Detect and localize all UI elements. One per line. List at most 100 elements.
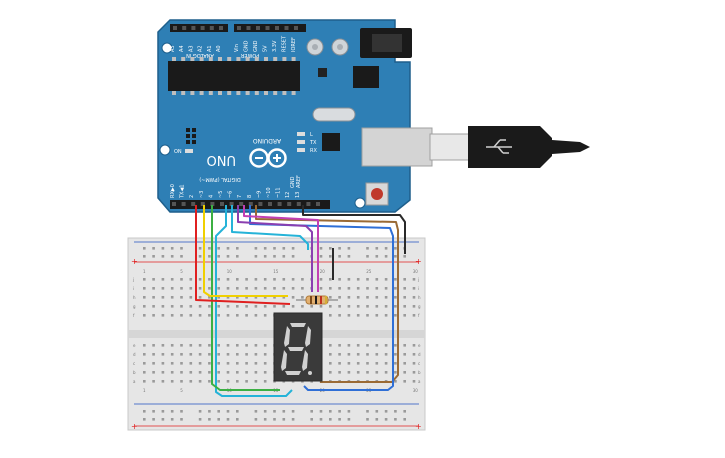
column-number: 5 (180, 388, 183, 393)
mounting-hole-icon (159, 144, 171, 156)
pin-label: 12 (285, 192, 291, 198)
mounting-hole-icon (354, 197, 366, 209)
arduino-brand-label: ARDUINO (253, 137, 282, 144)
row-letter: d (418, 352, 421, 357)
pin-label: TX◀1 (180, 184, 186, 199)
pin-label: ~3 (199, 191, 205, 198)
row-letter: a (133, 379, 136, 384)
row-letter: a (418, 379, 421, 384)
row-letter: j (132, 277, 134, 282)
pin-label: Vin (234, 44, 240, 52)
pin-label: 4 (208, 195, 214, 198)
uno-label: UNO (207, 152, 236, 167)
row-letter: c (418, 361, 420, 366)
pin-label: A1 (207, 45, 213, 52)
pin-label: ~9 (256, 191, 262, 198)
usb-cable[interactable] (552, 140, 590, 154)
seven-segment-display[interactable]: 8 (273, 312, 323, 382)
wire-cyan[interactable] (231, 205, 309, 250)
pin-label: A2 (198, 45, 204, 52)
pin-label: 3.3V (272, 40, 278, 52)
pin-label: IOREF (291, 37, 297, 52)
tx-led (297, 140, 305, 144)
rx-label: RX (310, 148, 317, 154)
pin-label: 13 (295, 192, 301, 198)
mounting-hole-icon (161, 42, 173, 54)
analog-in-label: ANALOG IN (186, 52, 214, 58)
top-left-plus-label: + (131, 257, 138, 266)
icsp-header[interactable] (186, 128, 196, 144)
row-letter: f (133, 313, 135, 318)
row-letter: i (418, 286, 419, 291)
rx-led (297, 148, 305, 152)
column-number: 1 (143, 388, 146, 393)
wire-red[interactable] (195, 205, 291, 305)
row-letter: d (133, 352, 136, 357)
row-letter: f (418, 313, 420, 318)
row-letter: h (418, 295, 421, 300)
column-number: 1 (143, 269, 146, 274)
row-letter: b (133, 370, 136, 375)
pin-label: A4 (179, 45, 185, 52)
row-letter: b (418, 370, 421, 375)
column-number: 30 (413, 388, 419, 393)
bottom-right-plus-label: + (415, 422, 422, 431)
atmega-chip (168, 61, 300, 91)
aref-label: AREF (296, 175, 302, 188)
small-chip (318, 68, 327, 77)
pin-label: GND (244, 40, 250, 52)
wire-black[interactable] (302, 205, 406, 254)
row-letter: h (133, 295, 136, 300)
pin-label: GND (253, 40, 259, 52)
crystal-oscillator (312, 107, 356, 122)
wire-cyan-lower[interactable] (215, 205, 293, 397)
power-header[interactable] (234, 24, 306, 32)
column-number: 10 (227, 269, 233, 274)
pin-label: 2 (189, 195, 195, 198)
wires[interactable] (195, 205, 406, 397)
column-number: 20 (320, 269, 326, 274)
wire-yellow[interactable] (203, 205, 288, 297)
column-number: 15 (273, 269, 279, 274)
column-number: 30 (413, 269, 419, 274)
pin-label: ~6 (228, 191, 234, 198)
row-letter: g (133, 304, 136, 309)
l-label: L (310, 132, 313, 138)
power-label: POWER (240, 52, 259, 58)
row-letter: e (133, 343, 136, 348)
wire-purple[interactable] (237, 205, 313, 292)
voltage-regulator (353, 66, 379, 88)
pin-label: ~5 (218, 191, 224, 198)
power-led (185, 149, 193, 153)
pin-label: A5 (170, 45, 176, 52)
wire-magenta[interactable] (243, 205, 319, 292)
arduino-logo (249, 148, 287, 168)
row-letter: g (418, 304, 421, 309)
display-segments (281, 323, 312, 375)
pin-label: RESET (282, 35, 288, 52)
reset-button-cap-icon (371, 188, 383, 200)
resistor[interactable] (296, 295, 338, 305)
pin-label: 8 (247, 195, 253, 198)
pin-label: 7 (237, 195, 243, 198)
usb-controller-chip (322, 133, 340, 151)
top-right-plus-label: + (415, 257, 422, 266)
row-letter: e (418, 343, 421, 348)
pin-label: RX▶0 (170, 184, 176, 198)
column-number: 5 (180, 269, 183, 274)
tx-label: TX (309, 140, 317, 146)
row-letter: i (133, 286, 134, 291)
wire-green[interactable] (211, 205, 280, 391)
gnd-label: GND (290, 176, 296, 188)
usb-connector[interactable] (361, 126, 590, 168)
pin-label: A0 (216, 45, 222, 52)
analog-header[interactable] (170, 24, 228, 32)
pin-label: A3 (188, 45, 194, 52)
l-led (297, 132, 305, 136)
